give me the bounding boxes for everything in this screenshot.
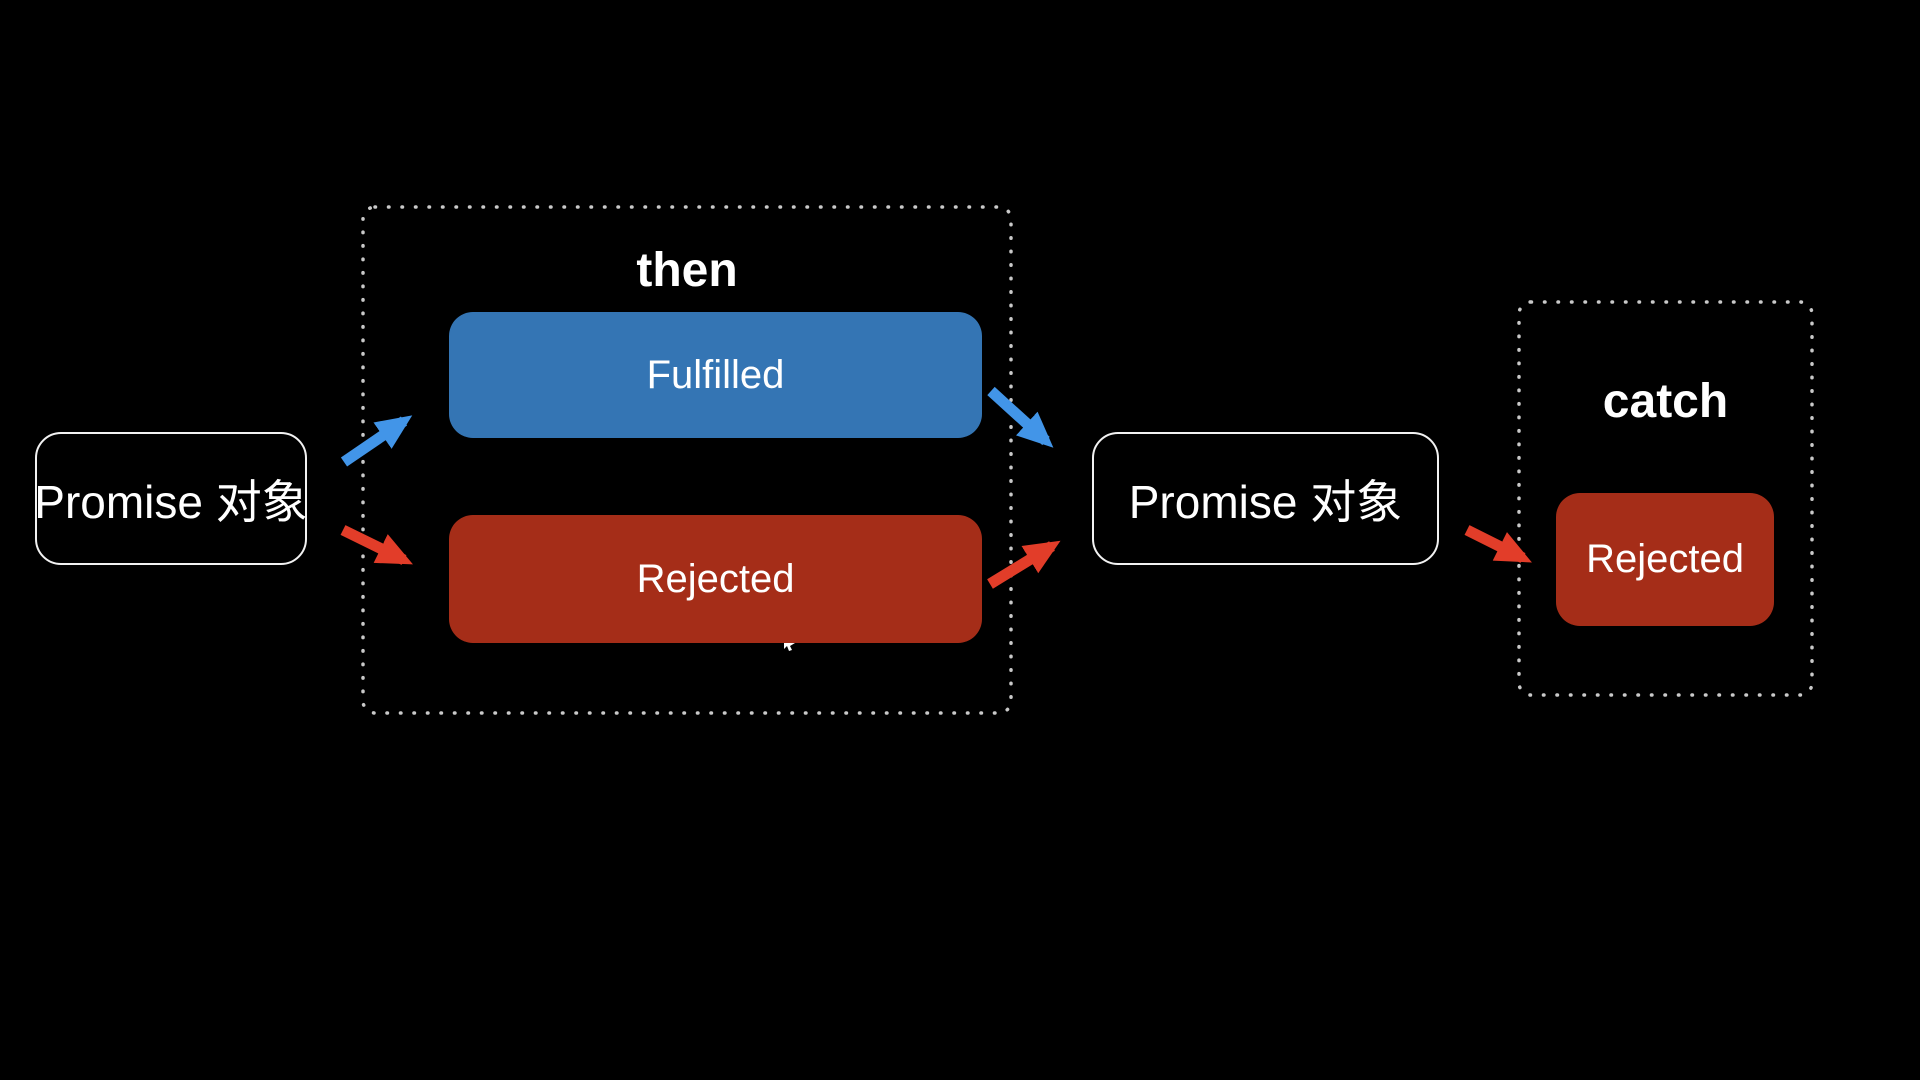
promise-right-box: Promise 对象: [1092, 432, 1439, 565]
rejected-catch-box: Rejected: [1556, 493, 1774, 626]
fulfilled-box: Fulfilled: [449, 312, 982, 438]
then-group-label: then: [636, 244, 738, 297]
catch-group: catch Rejected: [1519, 302, 1812, 695]
rejected-then-box: Rejected: [449, 515, 982, 643]
promise-right-label: Promise 对象: [1128, 475, 1403, 528]
catch-group-label: catch: [1602, 375, 1729, 428]
promise-left-box: Promise 对象: [34, 432, 308, 565]
fulfilled-label: Fulfilled: [646, 352, 785, 397]
rejected-catch-label: Rejected: [1586, 537, 1744, 581]
rejected-then-label: Rejected: [636, 556, 795, 601]
promise-left-label: Promise 对象: [34, 475, 308, 528]
arrow-promise-to-catch-rejected: [1464, 525, 1532, 563]
then-group: then Fulfilled Rejected: [363, 207, 1011, 713]
